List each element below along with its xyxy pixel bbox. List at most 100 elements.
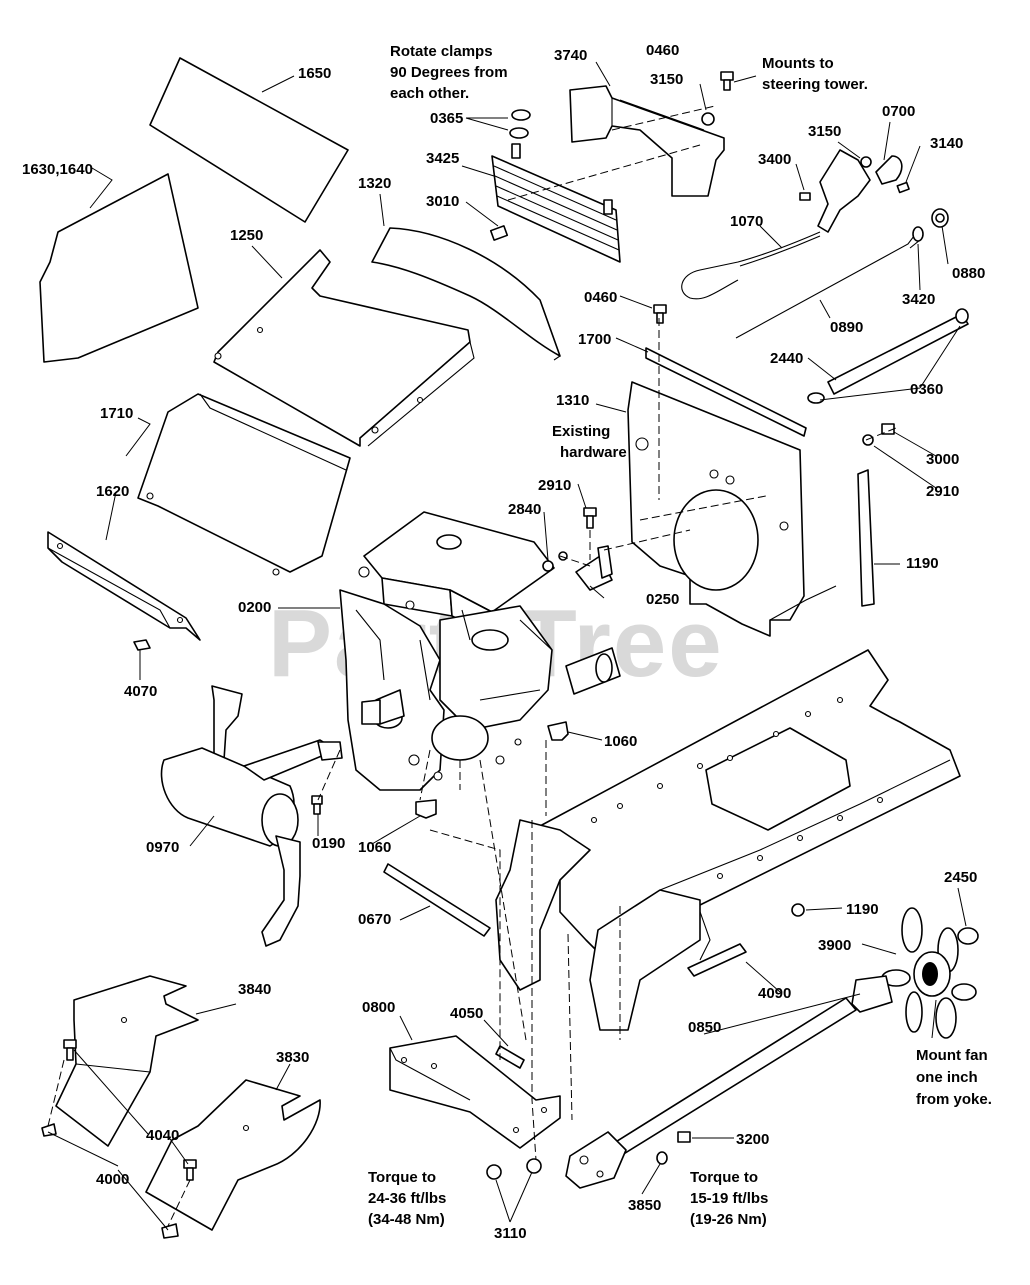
bolt-0190 xyxy=(311,795,323,815)
svg-text:steering tower.: steering tower. xyxy=(762,76,868,93)
decal-4090 xyxy=(687,943,747,977)
svg-text:Mounts to: Mounts to xyxy=(762,55,834,72)
svg-text:(34-48 Nm): (34-48 Nm) xyxy=(368,1211,445,1228)
label-0360: 0360 xyxy=(910,381,943,398)
firewall-1310 xyxy=(627,381,837,637)
engine-0200 xyxy=(339,511,621,791)
panel-1710 xyxy=(137,393,351,576)
label-0970: 0970 xyxy=(146,839,179,856)
label-1070: 1070 xyxy=(730,213,763,230)
svg-text:Torque to: Torque to xyxy=(690,1169,758,1186)
label-1190-right: 1190 xyxy=(906,555,939,572)
label-0200: 0200 xyxy=(238,599,271,616)
dipstick-0890 xyxy=(735,235,921,339)
label-3840: 3840 xyxy=(238,981,271,998)
part-labels: 1650 1630,1640 1250 1320 3425 3010 0365 … xyxy=(22,42,985,1242)
svg-text:from yoke.: from yoke. xyxy=(916,1091,992,1108)
svg-text:24-36 ft/lbs: 24-36 ft/lbs xyxy=(368,1190,446,1207)
note-existing-hardware: Existing hardware xyxy=(552,423,627,461)
seal-strip-1700 xyxy=(645,347,807,437)
label-3740: 3740 xyxy=(554,47,587,64)
svg-text:Existing: Existing xyxy=(552,423,610,440)
bolt-3200 xyxy=(677,1131,691,1143)
rod-0670 xyxy=(383,863,491,937)
nuts-3110 xyxy=(486,1158,542,1180)
label-2910-left: 2910 xyxy=(538,477,571,494)
clamps-0360 xyxy=(807,308,969,404)
svg-text:Rotate clamps: Rotate clamps xyxy=(390,43,493,60)
label-1620: 1620 xyxy=(96,483,129,500)
svg-text:each other.: each other. xyxy=(390,85,469,102)
label-1650: 1650 xyxy=(298,65,331,82)
label-1310: 1310 xyxy=(556,392,589,409)
muffler-0970 xyxy=(160,685,343,947)
nut-3150-right xyxy=(860,156,872,168)
label-0850: 0850 xyxy=(688,1019,721,1036)
label-3010: 3010 xyxy=(426,193,459,210)
label-4070: 4070 xyxy=(124,683,157,700)
label-1320: 1320 xyxy=(358,175,391,192)
label-0700: 0700 xyxy=(882,103,915,120)
label-1700: 1700 xyxy=(578,331,611,348)
label-4040: 4040 xyxy=(146,1127,179,1144)
notes: Rotate clamps 90 Degrees from each other… xyxy=(368,43,992,1228)
note-torque-right: Torque to 15-19 ft/lbs (19-26 Nm) xyxy=(690,1169,768,1228)
tube-2440 xyxy=(827,313,969,395)
frame-rails xyxy=(495,649,961,1031)
label-3200: 3200 xyxy=(736,1131,769,1148)
label-4050: 4050 xyxy=(450,1005,483,1022)
svg-text:(19-26 Nm): (19-26 Nm) xyxy=(690,1211,767,1228)
label-1190-lower: 1190 xyxy=(846,901,879,918)
nut-3150-top xyxy=(701,112,715,126)
note-mount-fan: Mount fan one inch from yoke. xyxy=(916,1047,992,1108)
fan-3900 xyxy=(881,907,977,1039)
label-2910-right: 2910 xyxy=(926,483,959,500)
label-3110: 3110 xyxy=(494,1225,527,1242)
label-3400: 3400 xyxy=(758,151,791,168)
label-0365: 0365 xyxy=(430,110,463,127)
note-torque-left: Torque to 24-36 ft/lbs (34-48 Nm) xyxy=(368,1169,446,1228)
drive-shaft-0850 xyxy=(565,975,893,1189)
label-0460-mid: 0460 xyxy=(584,289,617,306)
bolt-4050 xyxy=(495,1045,525,1069)
knob-0700 xyxy=(875,155,903,185)
label-1250: 1250 xyxy=(230,227,263,244)
shield-1620 xyxy=(47,531,201,641)
label-3900: 3900 xyxy=(818,937,851,954)
label-1710: 1710 xyxy=(100,405,133,422)
svg-text:hardware: hardware xyxy=(560,444,627,461)
label-3140: 3140 xyxy=(930,135,963,152)
label-2450: 2450 xyxy=(944,869,977,886)
label-0880: 0880 xyxy=(952,265,985,282)
label-2840: 2840 xyxy=(508,501,541,518)
panel-1630-1640 xyxy=(39,173,199,363)
assembly-dashed-lines xyxy=(47,105,897,1227)
label-3150-right: 3150 xyxy=(808,123,841,140)
nut-2840 xyxy=(542,551,568,572)
label-3830: 3830 xyxy=(276,1049,309,1066)
seal-3420 xyxy=(912,226,924,242)
shield-3830 xyxy=(145,1079,321,1231)
clip-4070 xyxy=(133,639,151,651)
shield-1320 xyxy=(371,227,561,361)
label-0670: 0670 xyxy=(358,911,391,928)
bracket-0800 xyxy=(389,1035,561,1149)
label-1630-1640: 1630,1640 xyxy=(22,161,93,178)
choke-cable-1070 xyxy=(681,231,821,300)
seal-strip-1190 xyxy=(857,469,875,607)
label-1060-left: 1060 xyxy=(358,839,391,856)
label-3425: 3425 xyxy=(426,150,459,167)
nut-1190 xyxy=(791,903,805,917)
svg-text:15-19 ft/lbs: 15-19 ft/lbs xyxy=(690,1190,768,1207)
bracket-1060-left xyxy=(415,799,437,819)
label-4000: 4000 xyxy=(96,1171,129,1188)
label-1060-right: 1060 xyxy=(604,733,637,750)
leader-lines xyxy=(47,61,967,1231)
panel-1250 xyxy=(213,249,475,447)
bolt-2910-left xyxy=(583,507,597,529)
label-0250: 0250 xyxy=(646,591,679,608)
panel-1650 xyxy=(149,57,349,223)
washer-3850 xyxy=(656,1151,668,1165)
svg-text:90 Degrees from: 90 Degrees from xyxy=(390,64,508,81)
label-2440: 2440 xyxy=(770,350,803,367)
